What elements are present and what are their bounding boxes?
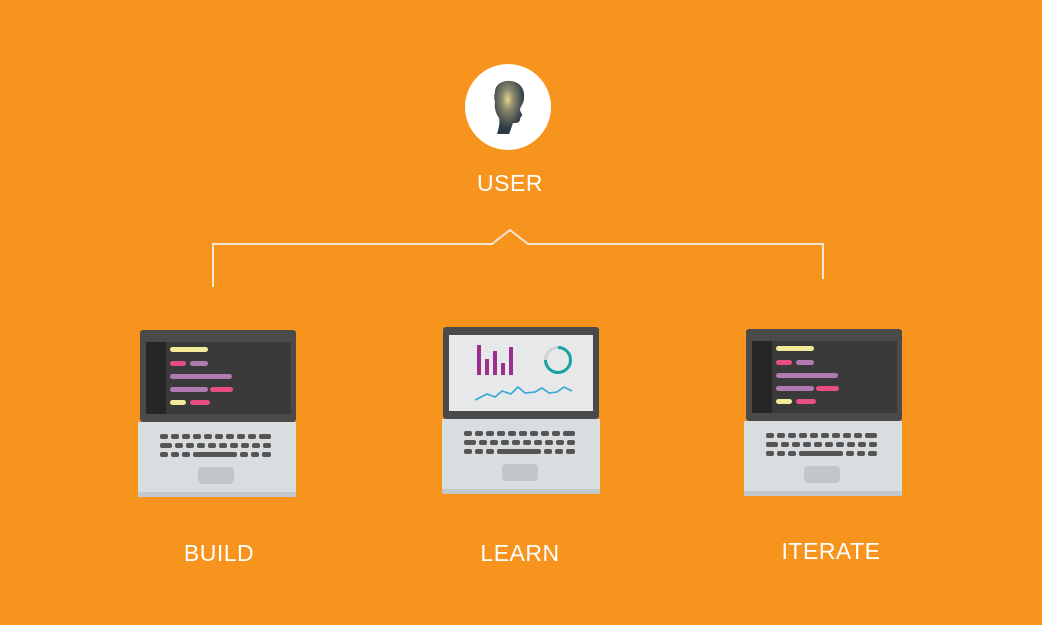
learn-label: LEARN: [480, 540, 560, 566]
laptop-analytics-icon: [442, 327, 600, 494]
build-label: BUILD: [183, 540, 255, 566]
build-laptop: [138, 330, 298, 500]
iterate-laptop: [744, 329, 904, 499]
user-label: USER: [477, 170, 543, 196]
learn-laptop: [442, 327, 602, 497]
laptop-code-icon: [744, 329, 902, 496]
iterate-label: ITERATE: [781, 538, 881, 564]
user-head-icon: [494, 80, 525, 134]
laptop-code-icon: [138, 330, 296, 497]
user-avatar: [465, 64, 551, 150]
